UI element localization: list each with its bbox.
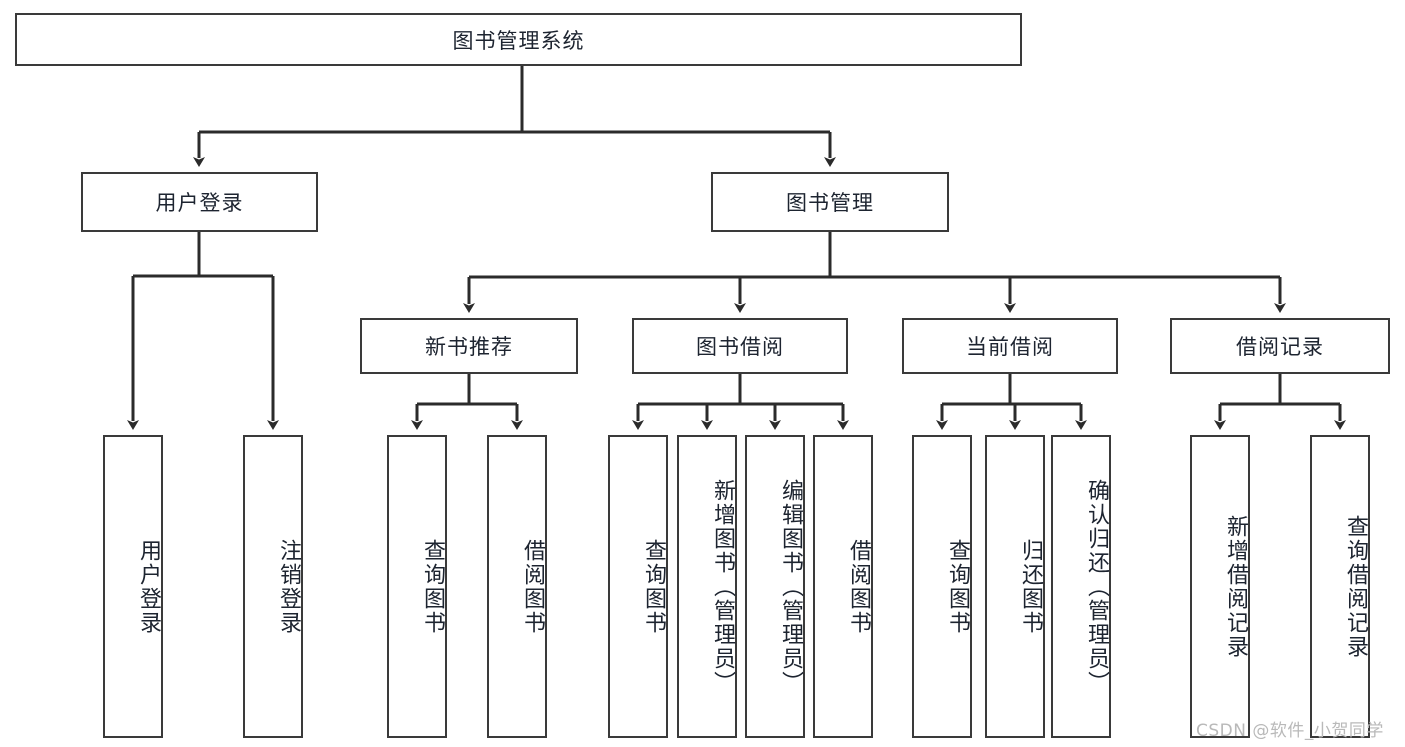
leaf-edit-book[interactable]: 编辑图书（管理员） (745, 435, 805, 738)
leaf-return-book[interactable]: 归还图书 (985, 435, 1045, 738)
leaf-query-book-1-label: 查询图书 (420, 538, 445, 635)
leaf-query-book-2-label: 查询图书 (641, 538, 666, 635)
leaf-borrow-book-1[interactable]: 借阅图书 (487, 435, 547, 738)
node-borrow-record-label: 借阅记录 (1236, 335, 1324, 359)
leaf-query-book-3-label: 查询图书 (945, 538, 970, 635)
node-root[interactable]: 图书管理系统 (15, 13, 1022, 66)
leaf-query-book-1[interactable]: 查询图书 (387, 435, 447, 738)
leaf-return-book-label: 归还图书 (1018, 538, 1043, 635)
leaf-confirm-return[interactable]: 确认归还（管理员） (1051, 435, 1111, 738)
leaf-add-record-label: 新增借阅记录 (1223, 514, 1248, 659)
node-user-login-label: 用户登录 (155, 191, 244, 215)
node-book-manage-label: 图书管理 (786, 191, 874, 215)
node-current-borrow-label: 当前借阅 (966, 335, 1054, 359)
node-book-borrow-label: 图书借阅 (696, 335, 784, 359)
leaf-borrow-book-2-label: 借阅图书 (846, 538, 871, 635)
leaf-query-record-label: 查询借阅记录 (1343, 514, 1368, 659)
watermark: CSDN @软件_小贺同学 (1196, 721, 1384, 741)
leaf-query-book-2[interactable]: 查询图书 (608, 435, 668, 738)
leaf-edit-book-label: 编辑图书（管理员） (778, 478, 803, 695)
leaf-user-login-label: 用户登录 (136, 538, 161, 635)
node-borrow-record[interactable]: 借阅记录 (1170, 318, 1390, 374)
leaf-add-book-label: 新增图书（管理员） (710, 478, 735, 695)
leaf-add-book[interactable]: 新增图书（管理员） (677, 435, 737, 738)
leaf-add-record[interactable]: 新增借阅记录 (1190, 435, 1250, 738)
leaf-confirm-return-label: 确认归还（管理员） (1084, 478, 1109, 695)
leaf-logout[interactable]: 注销登录 (243, 435, 303, 738)
leaf-query-book-3[interactable]: 查询图书 (912, 435, 972, 738)
leaf-query-record[interactable]: 查询借阅记录 (1310, 435, 1370, 738)
leaf-borrow-book-2[interactable]: 借阅图书 (813, 435, 873, 738)
node-book-manage[interactable]: 图书管理 (711, 172, 949, 232)
node-current-borrow[interactable]: 当前借阅 (902, 318, 1118, 374)
leaf-borrow-book-1-label: 借阅图书 (520, 538, 545, 635)
leaf-logout-label: 注销登录 (276, 538, 301, 635)
node-root-label: 图书管理系统 (452, 28, 585, 53)
node-book-borrow[interactable]: 图书借阅 (632, 318, 848, 374)
leaf-user-login[interactable]: 用户登录 (103, 435, 163, 738)
node-new-book-recommend-label: 新书推荐 (425, 335, 513, 359)
node-user-login[interactable]: 用户登录 (81, 172, 318, 232)
node-new-book-recommend[interactable]: 新书推荐 (360, 318, 578, 374)
